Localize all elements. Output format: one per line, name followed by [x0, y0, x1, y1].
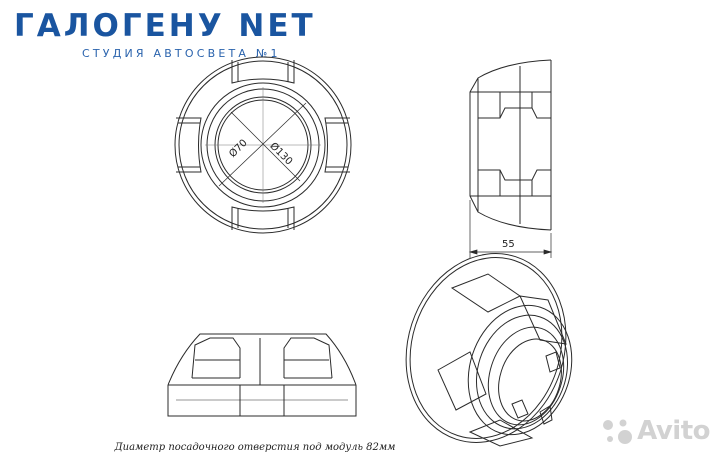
avito-watermark: Avito: [601, 416, 710, 446]
isometric-view: [405, 253, 573, 447]
brand-title: ГАЛОГЕНУ NET: [14, 8, 316, 44]
inner-diameter-label: Ø70: [227, 137, 250, 160]
outer-diameter-label: Ø130: [267, 140, 295, 168]
caption: Диаметр посадочного отверстия под модуль…: [114, 442, 396, 453]
watermark-text: Avito: [637, 416, 710, 446]
depth-label: 55: [502, 239, 515, 250]
brand-subtitle: СТУДИЯ АВТОСВЕТА №1: [82, 47, 281, 60]
side-view: [468, 59, 553, 258]
avito-dots-icon: [603, 419, 633, 444]
front-view: [174, 56, 352, 234]
brand-logo: ГАЛОГЕНУ NET СТУДИЯ АВТОСВЕТА №1: [14, 6, 316, 60]
top-view: [167, 333, 357, 417]
